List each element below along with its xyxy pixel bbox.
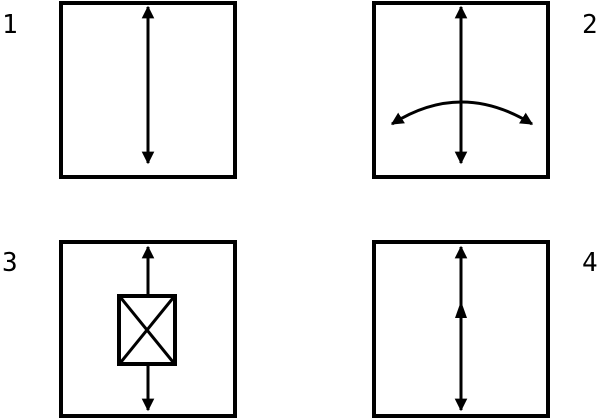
panel-1: 1 (2, 1, 237, 179)
curved-arc-arrow-icon (390, 100, 534, 126)
panel-4: 4 (372, 240, 598, 418)
panel-3: 3 (2, 240, 237, 418)
cross-line-2 (119, 297, 175, 363)
panel-1-frame (59, 1, 237, 179)
panel-4-number: 4 (582, 248, 598, 278)
panel-4-frame (372, 240, 550, 418)
panel-1-number: 1 (2, 10, 18, 40)
panel-2: 2 (372, 1, 598, 179)
panel-3-frame (59, 240, 237, 418)
panel-2-frame (372, 1, 550, 179)
panel-2-number: 2 (582, 10, 598, 40)
midpoint-arrowhead-icon (455, 301, 467, 318)
panel-3-number: 3 (2, 248, 18, 278)
